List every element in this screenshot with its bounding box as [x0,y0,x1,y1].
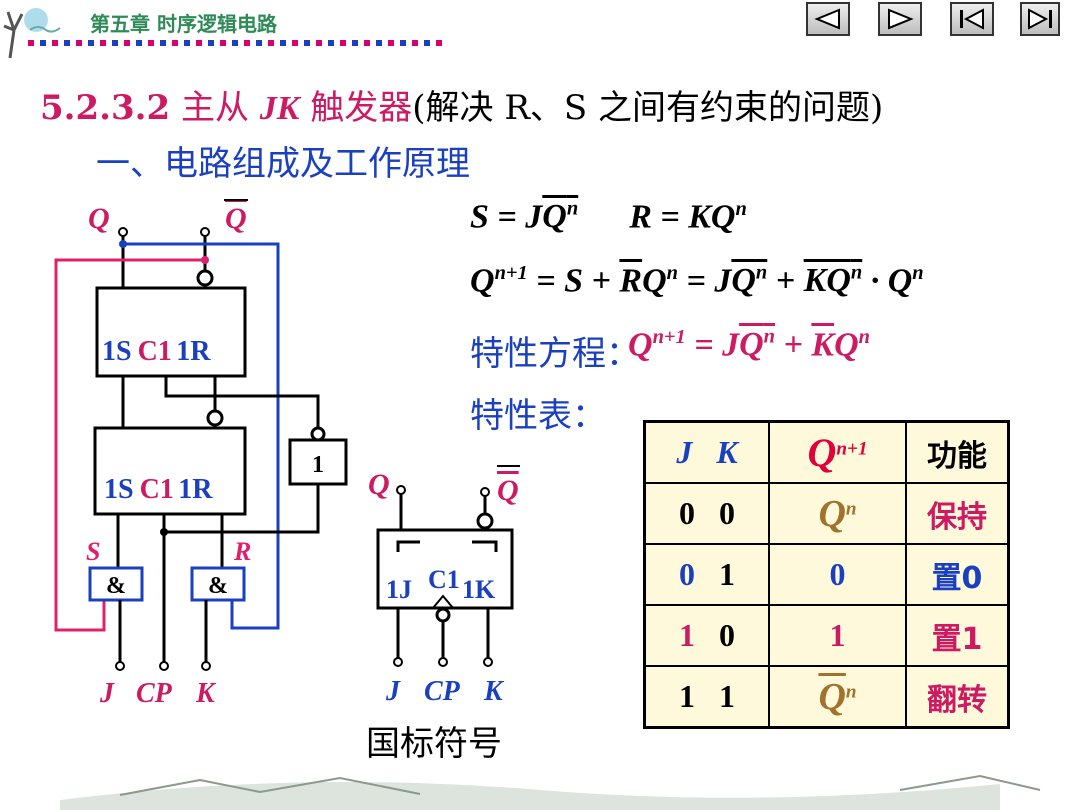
symbol-qbar-label: Q [497,474,519,507]
and-gate-r [190,566,246,602]
next-button[interactable] [878,2,922,36]
master-qbar-bubble [196,269,214,287]
j-terminal [115,661,125,671]
cp-terminal [159,661,169,671]
symbol-input-cp: CP [424,676,461,707]
subtitle: 一、电路组成及工作原理 [96,144,470,184]
svg-text:1J: 1J [386,575,412,604]
input-k-label: K [195,678,217,709]
equation-s-r: S = JQn R = KQn [470,198,747,236]
r-label: R [233,537,251,566]
section-name-post: 触发器 [310,88,413,128]
prev-icon [814,8,840,30]
and-gate-s [88,566,144,602]
table-row: 0 1 0 置0 [643,543,1010,606]
chapter-title: 第五章 时序逻辑电路 [90,12,277,36]
footer-decoration [60,774,1041,810]
header-jk: J K [643,420,770,484]
last-button[interactable] [1020,2,1060,36]
table-header-row: J K Qn+1 功能 [643,420,1010,484]
inverter-label: 1 [312,452,324,478]
section-number: 5.2.3.2 [40,88,171,128]
inverter-bubble [310,426,326,442]
symbol-q-label: Q [368,468,390,501]
header-divider [28,40,448,46]
input-cp-label: CP [136,678,173,709]
last-icon [1028,8,1052,30]
input-j-label: J [99,678,115,709]
section-title: 5.2.3.2 主从 JK 触发器(解决 R、S 之间有约束的问题) [40,80,883,129]
characteristic-equation-label: 特性方程： [470,334,640,374]
symbol-input-j: J [385,676,401,707]
header-function: 功能 [905,420,1010,484]
table-row: 1 0 1 置1 [643,604,1010,667]
section-note: (解决 R、S 之间有约束的问题) [412,88,884,128]
inverter-gate [288,438,348,486]
characteristic-table: J K Qn+1 功能 0 0 Qn 保持 0 1 0 置0 1 0 1 置1 … [643,420,1010,729]
header-qn1: Qn+1 [768,420,907,484]
equation-qn1: Qn+1 = S + RQn = JQn + KQn · Qn [470,262,924,300]
characteristic-equation: Qn+1 = JQn + KQn [628,326,870,364]
characteristic-table-label: 特性表： [470,396,606,436]
first-icon [960,8,984,30]
table-row: 1 1 Qn 翻转 [643,665,1010,729]
svg-text:C1: C1 [428,565,460,594]
svg-text:&: & [208,573,228,599]
slave-qbar-bubble [206,409,224,427]
first-button[interactable] [950,2,994,36]
symbol-input-k: K [483,676,505,707]
svg-text:1K: 1K [462,575,496,604]
feedback-qbar-wire [54,258,205,632]
output-qbar-label: Q [225,202,247,235]
section-name-jk: JK [259,90,300,127]
symbol-caption: 国标符号 [366,724,502,764]
svg-text:&: & [106,573,126,599]
jk-flip-flop-symbol: Q Q 1J C1 1K J CP K [368,465,520,707]
k-terminal [201,661,211,671]
tree-logo-icon [3,8,61,59]
prev-button[interactable] [806,2,850,36]
next-icon [888,8,914,30]
q-terminal [118,227,128,237]
qbar-terminal [200,227,210,237]
slave-latch [93,426,247,516]
master-latch [95,286,247,378]
output-q-label: Q [88,202,110,235]
s-label: S [86,537,100,566]
section-name-pre: 主从 [180,88,249,128]
table-row: 0 0 Qn 保持 [643,482,1010,545]
feedback-q-wire [123,242,280,630]
